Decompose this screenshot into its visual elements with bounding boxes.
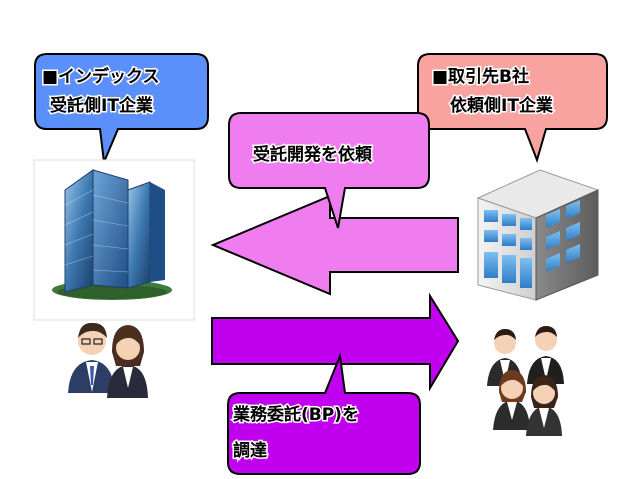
right-people-icon — [487, 326, 564, 436]
request-label: 受託開発を依頼 — [253, 144, 373, 165]
right-bubble-shape — [417, 53, 608, 164]
left-office-building-icon — [33, 159, 195, 321]
request-bubble-shape — [228, 112, 430, 229]
request-label-bubble: 受託開発を依頼 — [228, 112, 430, 229]
left-people-icon — [68, 322, 148, 398]
right-office-building-icon — [476, 169, 600, 301]
outsource-arrow — [211, 292, 460, 392]
outsource-label-line1: 業務委託(BP)を — [233, 404, 359, 425]
left-company-role: 受託側IT企業 — [50, 95, 153, 116]
left-company-name: ■インデックス — [42, 66, 160, 87]
right-company-bubble: ■取引先B社 依頼側IT企業 — [417, 53, 608, 164]
right-company-name: ■取引先B社 — [432, 66, 529, 87]
outsource-bubble-shape — [227, 352, 421, 475]
right-company-role: 依頼側IT企業 — [450, 95, 553, 116]
outsource-label-bubble: 業務委託(BP)を 調達 — [227, 352, 421, 475]
request-arrow — [210, 194, 459, 296]
left-company-bubble: ■インデックス 受託側IT企業 — [34, 53, 209, 166]
outsource-label-line2: 調達 — [233, 440, 267, 461]
left-bubble-shape — [34, 53, 209, 166]
